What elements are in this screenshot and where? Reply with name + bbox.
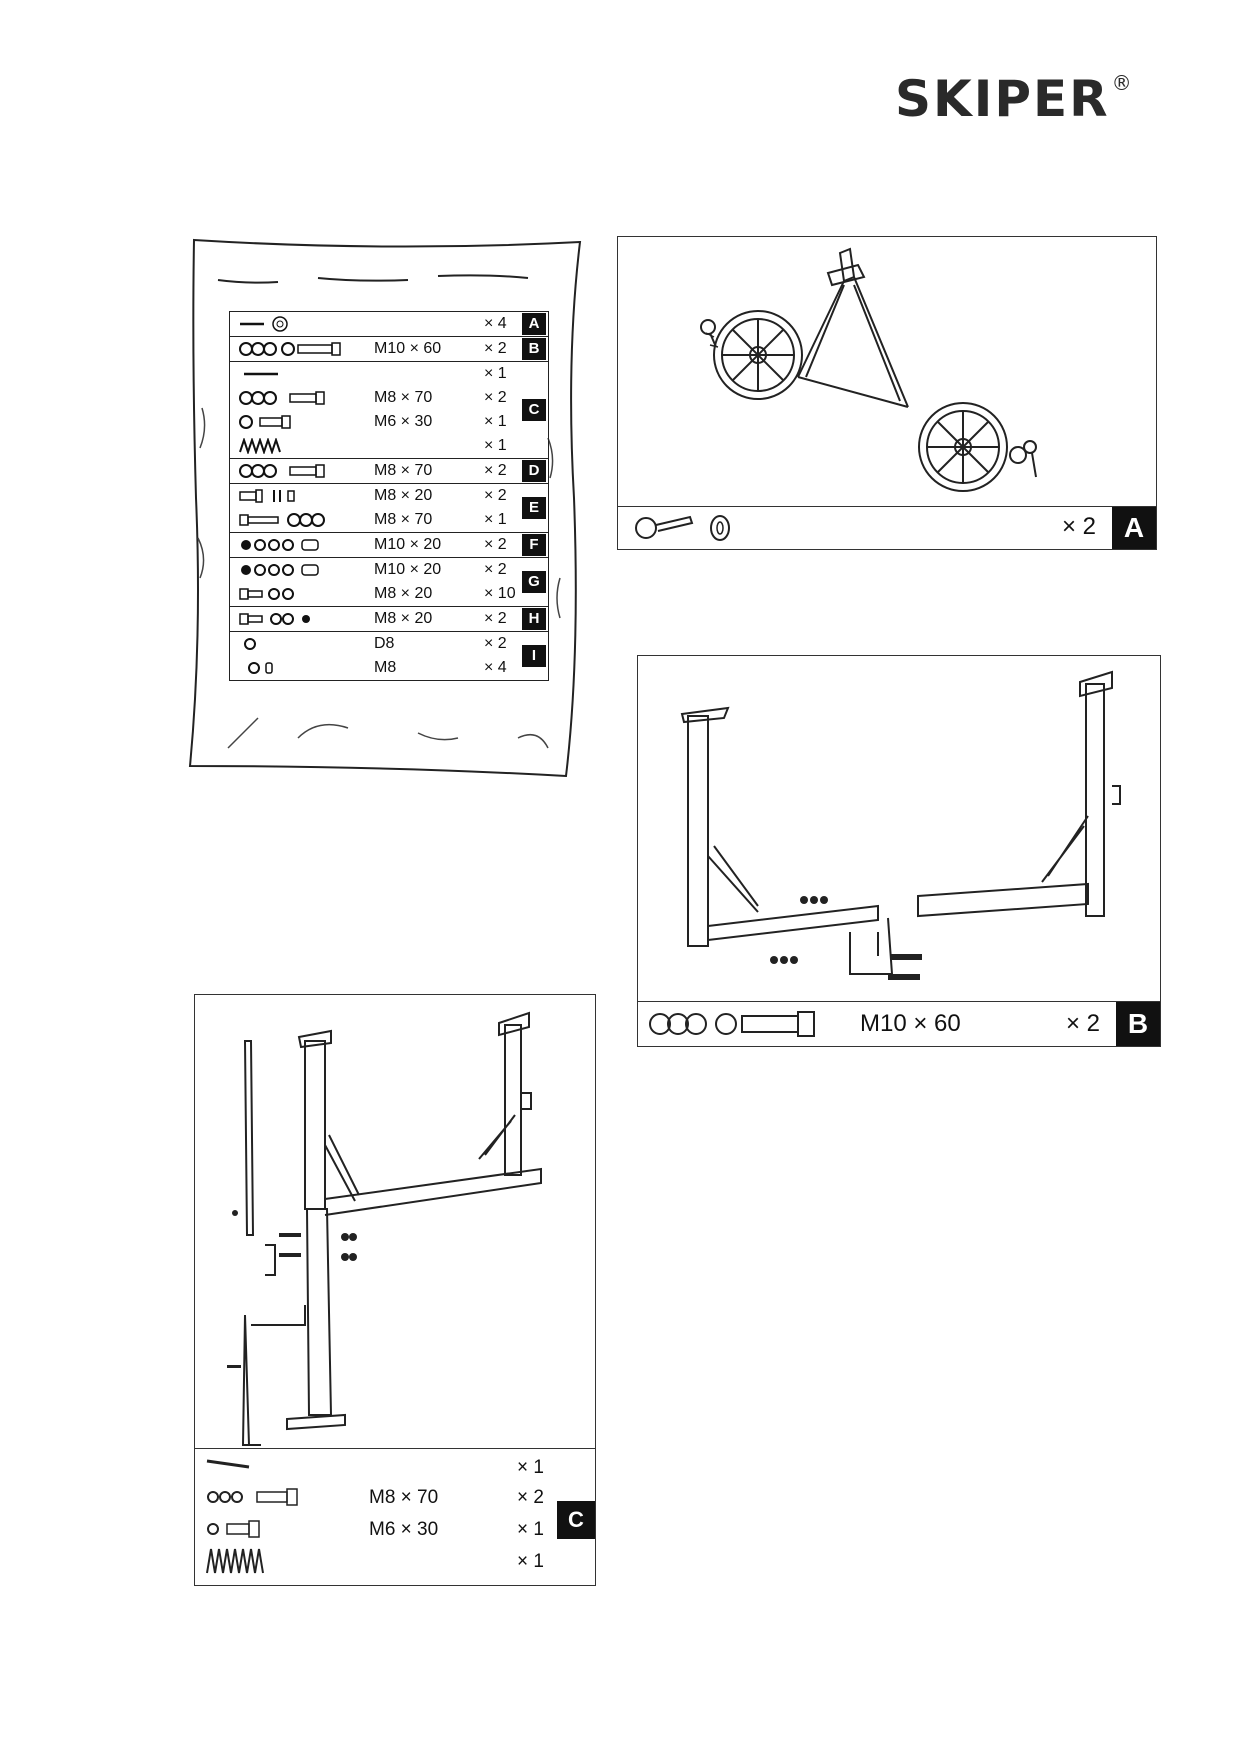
spec: M8 × 70 xyxy=(374,511,433,528)
bolt-set xyxy=(227,1210,357,1368)
bag-outline xyxy=(188,238,582,778)
qty: × 2 xyxy=(1061,513,1096,540)
spring-icon xyxy=(239,438,281,454)
part-row-f: M10 × 20 × 2 F xyxy=(230,533,548,558)
qty: × 1 xyxy=(517,1519,544,1540)
spec: M6 × 30 xyxy=(369,1519,439,1540)
qty: × 4 xyxy=(484,315,507,332)
spec: M8 × 70 xyxy=(374,462,433,479)
right-wheel xyxy=(918,402,1008,492)
spec: M8 × 20 xyxy=(374,585,433,602)
nut-icon xyxy=(248,662,273,674)
part-letter: G xyxy=(522,571,546,593)
spec: M8 × 20 xyxy=(374,487,433,504)
part-letter: A xyxy=(522,313,546,335)
step-panel-a: × 2 A xyxy=(617,236,1157,550)
panel-letter: B xyxy=(1116,1002,1160,1046)
panel-a-parts-strip: × 2 A xyxy=(618,506,1156,549)
step-panel-c: × 1 M8 × 70 × 2 M6 × 30 × 1 × 1 C xyxy=(194,994,596,1586)
part-row-d: M8 × 70 × 2 D xyxy=(230,459,548,484)
registered-mark: ® xyxy=(1111,71,1134,96)
qty: × 2 xyxy=(484,610,507,627)
qty: × 2 xyxy=(484,487,507,504)
panel-letter: C xyxy=(557,1501,595,1539)
bolt-nut-icon xyxy=(241,564,319,576)
bolt-nut-icon xyxy=(239,489,295,503)
part-letter: D xyxy=(522,460,546,482)
spec: M10 × 60 xyxy=(374,340,442,357)
spec: M10 × 20 xyxy=(374,536,442,553)
part-letter: E xyxy=(522,497,546,519)
part-row-e: M8 × 20 × 2 M8 × 70 × 1 E xyxy=(230,484,548,533)
panel-b-parts-strip: M10 × 60 × 2 B xyxy=(638,1001,1160,1046)
part-row-g: M10 × 20 × 2 M8 × 20 × 10 G xyxy=(230,558,548,607)
part-row-h: M8 × 20 × 2 H xyxy=(230,607,548,632)
spec: M8 × 70 xyxy=(374,389,433,406)
wheel-stand-illustration xyxy=(700,247,1037,492)
spec: M6 × 30 xyxy=(374,413,433,430)
qty: × 2 xyxy=(484,635,507,652)
frame-crossbar-illustration xyxy=(680,670,1121,980)
panel-c-parts-strip: × 1 M8 × 70 × 2 M6 × 30 × 1 × 1 xyxy=(195,1448,595,1585)
panel-letter: A xyxy=(1112,507,1156,549)
part-letter: I xyxy=(522,645,546,667)
part-letter: B xyxy=(522,338,546,360)
pin-icon xyxy=(244,372,278,376)
part-letter: F xyxy=(522,534,546,556)
eye-bolt xyxy=(700,319,1037,478)
spec: M10 × 60 xyxy=(860,1010,961,1037)
bolt-nut-washer-icon xyxy=(649,1011,815,1037)
spec: M8 xyxy=(374,659,397,676)
qty: × 2 xyxy=(517,1487,544,1508)
qty: × 10 xyxy=(484,585,516,602)
qty: × 1 xyxy=(484,437,507,454)
qty: × 4 xyxy=(484,659,507,676)
pin-washer-icon xyxy=(240,316,288,332)
bolt-nut-icon xyxy=(239,391,325,405)
bolt-nut-icon xyxy=(239,588,294,600)
brand-name: SKIPER xyxy=(895,70,1110,128)
parts-list: × 4 A M10 × 60 × 2 B × 1 M8 × 70 × 2 M6 … xyxy=(229,311,549,681)
qty: × 2 xyxy=(484,389,507,406)
qty: × 1 xyxy=(484,413,507,430)
bolt-nut-icon xyxy=(239,613,310,625)
spec: M8 × 20 xyxy=(374,610,433,627)
spec: M8 × 70 xyxy=(369,1487,439,1508)
spec: D8 xyxy=(374,635,395,652)
part-row-a: × 4 A xyxy=(230,312,548,337)
qty: × 2 xyxy=(1065,1010,1100,1037)
qty: × 1 xyxy=(484,511,507,528)
eye-pin-washer-icon xyxy=(635,515,730,541)
step-panel-b: M10 × 60 × 2 B xyxy=(637,655,1161,1047)
bolt-nut-icon xyxy=(239,513,325,527)
qty: × 2 xyxy=(484,536,507,553)
panel-c-parts-icons xyxy=(206,1459,298,1574)
part-row-c: × 1 M8 × 70 × 2 M6 × 30 × 1 × 1 C xyxy=(230,362,548,459)
qty: × 2 xyxy=(484,462,507,479)
part-row-i: D8 × 2 M8 × 4 I xyxy=(230,632,548,680)
bolt-nut-washer-icon xyxy=(239,342,341,356)
bolt-nut-icon xyxy=(239,415,291,429)
washer-icon xyxy=(244,638,256,650)
qty: × 1 xyxy=(517,1457,544,1478)
jack-leg-illustration xyxy=(227,1011,542,1446)
parts-bag xyxy=(188,238,586,780)
brand-logo: SKIPER® xyxy=(895,70,1134,128)
qty: × 1 xyxy=(484,365,507,382)
bolt-set xyxy=(770,896,922,980)
qty: × 2 xyxy=(484,561,507,578)
qty: × 2 xyxy=(484,340,507,357)
qty: × 1 xyxy=(517,1551,544,1572)
part-letter: H xyxy=(522,608,546,630)
spec: M10 × 20 xyxy=(374,561,442,578)
bolt-nut-icon xyxy=(239,464,325,478)
left-wheel xyxy=(705,310,803,400)
part-letter: C xyxy=(522,399,546,421)
part-row-b: M10 × 60 × 2 B xyxy=(230,337,548,362)
bolt-nut-icon xyxy=(241,539,319,551)
